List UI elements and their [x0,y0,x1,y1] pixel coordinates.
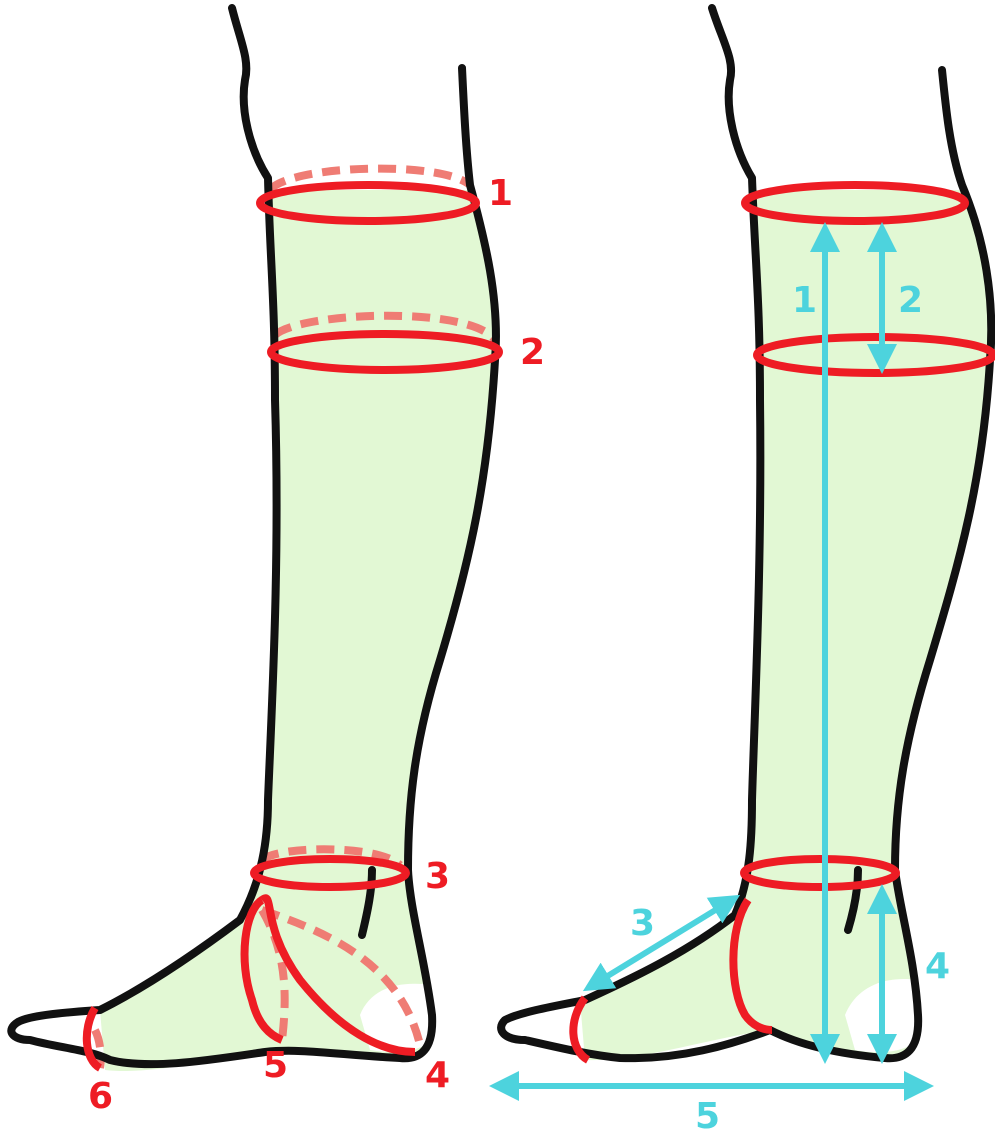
right-label-1: 1 [792,280,817,321]
left-label-4: 4 [425,1055,450,1096]
right-label-3: 3 [630,903,655,944]
left-label-3: 3 [425,856,450,897]
left-label-6: 6 [88,1076,113,1117]
right-label-4: 4 [925,946,950,987]
left-stocking-fill [100,190,496,1071]
right-leg: 1 2 3 4 5 [495,8,993,1133]
right-label-2: 2 [898,280,923,321]
left-label-5: 5 [263,1045,288,1086]
right-label-5: 5 [695,1096,720,1133]
left-label-1: 1 [488,173,513,214]
left-label-2: 2 [520,332,545,373]
left-leg: 1 2 3 4 5 6 [11,8,545,1117]
